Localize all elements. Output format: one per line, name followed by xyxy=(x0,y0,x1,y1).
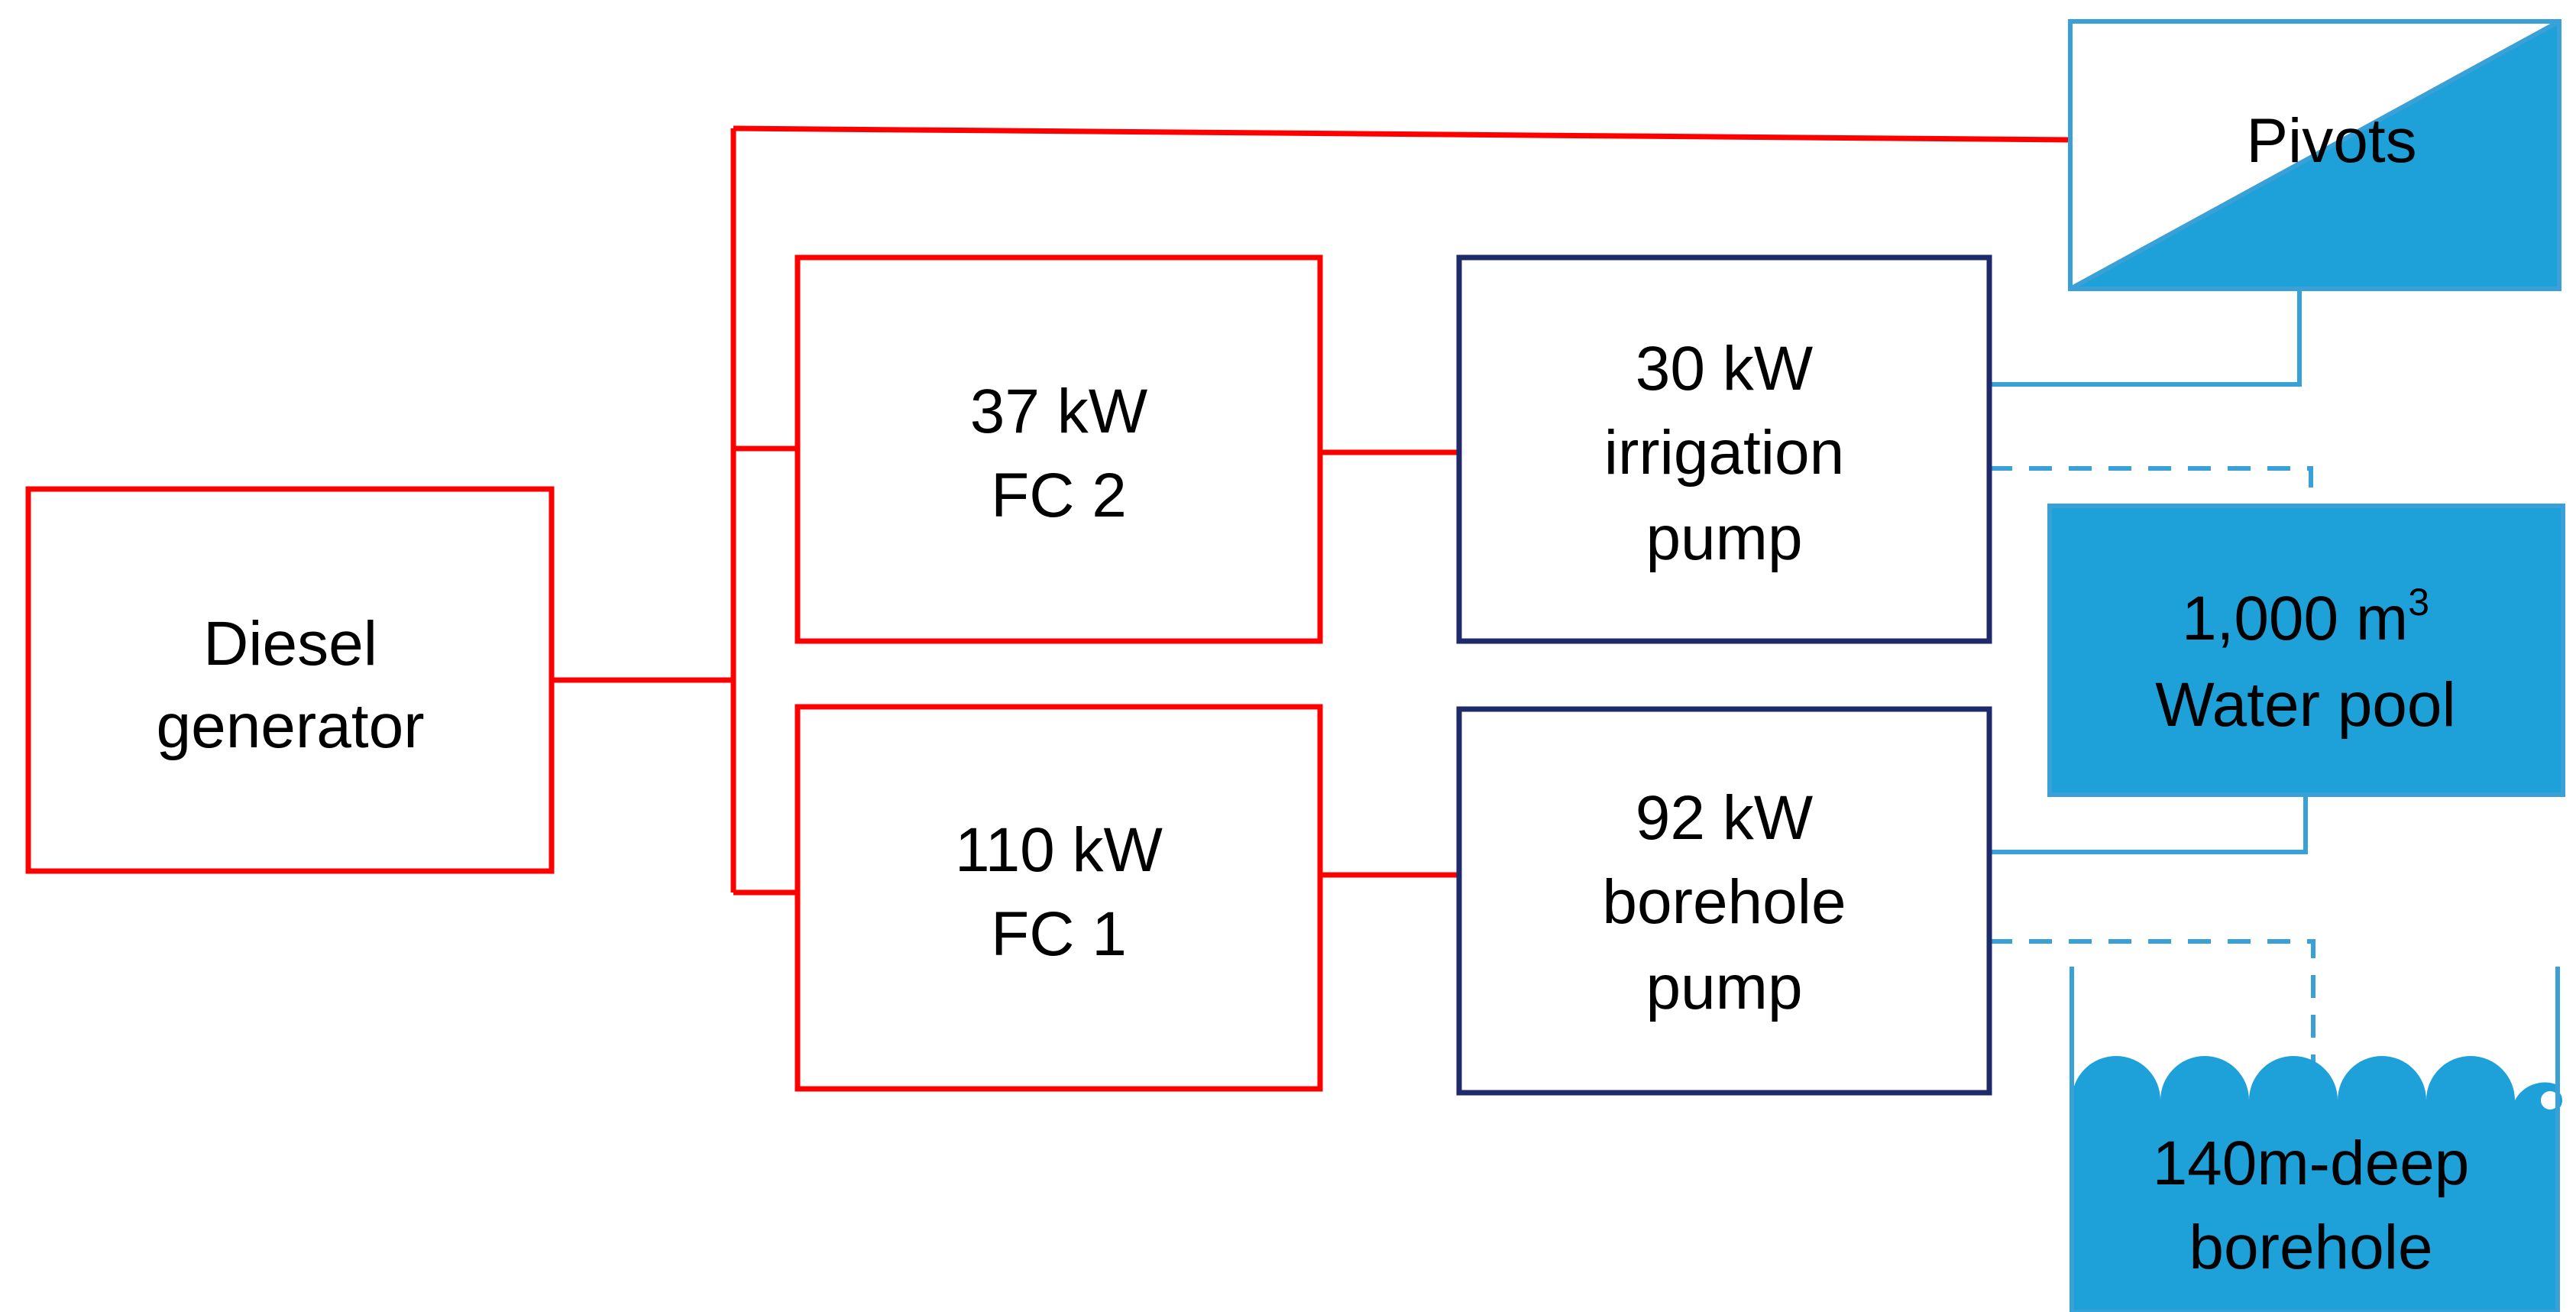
water-connections xyxy=(1989,290,2315,1085)
fc2-node: 37 kW FC 2 xyxy=(794,254,1323,644)
fc2-label-line2: FC 2 xyxy=(991,461,1127,530)
water-pool-volume-exponent: 3 xyxy=(2408,581,2429,624)
irrigation-pump-node: 30 kW irrigation pump xyxy=(1456,254,1992,644)
fc2-label-line1: 37 kW xyxy=(970,377,1148,446)
pivots-label: Pivots xyxy=(2246,106,2416,176)
diesel-generator-box xyxy=(25,486,555,874)
irrigation-to-pivots-line xyxy=(1989,290,2302,387)
pivots-node: Pivots xyxy=(2068,19,2561,291)
borehole-pump-to-pool-line xyxy=(1989,795,2308,854)
irrigation-pump-label-line3: pump xyxy=(1646,504,1802,573)
power-connections xyxy=(552,125,2071,896)
irrigation-pump-box xyxy=(1456,254,1992,644)
diesel-generator-label-line1: Diesel xyxy=(203,609,377,679)
water-pool-box xyxy=(2047,504,2565,797)
borehole-water-fill xyxy=(2072,1056,2558,1312)
fc1-label-line1: 110 kW xyxy=(955,815,1163,885)
irrigation-pump-label-line2: irrigation xyxy=(1604,418,1844,488)
water-pool-node: 1,000 m3 Water pool xyxy=(2047,504,2565,797)
borehole-pump-label-line2: borehole xyxy=(1602,867,1846,937)
borehole-pump-label-line3: pump xyxy=(1646,953,1802,1022)
fc1-label-line2: FC 1 xyxy=(991,899,1127,969)
bus-to-pivots-line xyxy=(733,125,2071,143)
water-pool-volume-label: 1,000 m3 xyxy=(2182,581,2429,653)
diesel-generator-node: Diesel generator xyxy=(25,486,555,874)
water-pool-volume-value: 1,000 m xyxy=(2182,584,2408,653)
pool-to-irrigation-dashed-line xyxy=(1989,466,2313,506)
borehole-label-line1: 140m-deep xyxy=(2153,1129,2470,1198)
irrigation-pump-label-line1: 30 kW xyxy=(1636,334,1814,403)
borehole-pump-label-line1: 92 kW xyxy=(1636,783,1814,853)
diesel-generator-label-line2: generator xyxy=(156,692,424,761)
water-pool-label-line2: Water pool xyxy=(2155,670,2455,740)
borehole-to-pump-dashed-line xyxy=(1989,939,2315,1085)
fc1-box xyxy=(794,704,1323,1092)
borehole-node: 140m-deep borehole xyxy=(2070,967,2562,1312)
fc1-node: 110 kW FC 1 xyxy=(794,704,1323,1092)
borehole-label-line2: borehole xyxy=(2189,1213,2432,1282)
pivots-diagonal-edge xyxy=(2069,19,2561,291)
borehole-walls xyxy=(2070,967,2560,1312)
borehole-pump-node: 92 kW borehole pump xyxy=(1456,706,1992,1096)
pivots-box xyxy=(2068,19,2561,291)
borehole-pump-box xyxy=(1456,706,1992,1096)
fc2-box xyxy=(794,254,1323,644)
